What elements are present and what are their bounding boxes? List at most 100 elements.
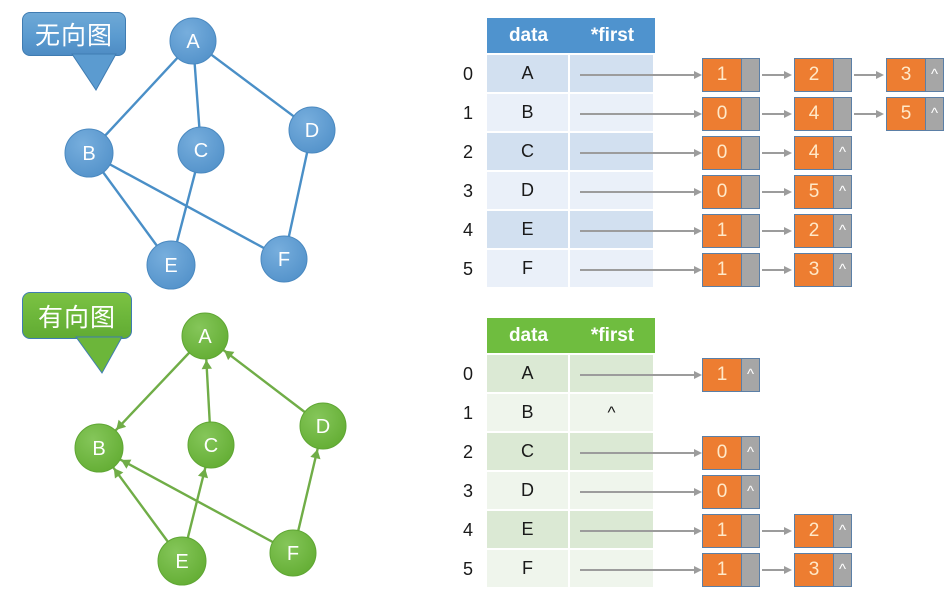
list-node[interactable]: 3^	[794, 252, 852, 287]
node-label: C	[204, 435, 218, 457]
table-cell-data	[487, 550, 568, 587]
list-node-value: 0	[703, 136, 741, 169]
node-label: E	[175, 551, 188, 573]
callout-undirected-label: 无向图	[34, 21, 113, 50]
list-node[interactable]: 1	[702, 57, 760, 92]
graph-edge-F-D	[296, 448, 319, 534]
list-node[interactable]: 0	[702, 174, 760, 209]
list-node[interactable]: 4	[794, 96, 852, 131]
graph-edge-A-B	[114, 350, 192, 432]
node-circle	[187, 421, 235, 469]
list-node-pointer: ^	[741, 436, 759, 469]
list-link-arrow	[762, 109, 792, 118]
row-index: 1	[462, 402, 473, 423]
list-node-pointer: ^	[833, 553, 851, 586]
list-node[interactable]: 1	[702, 252, 760, 287]
list-node-value: 5	[887, 97, 925, 130]
graph-edge-A-D	[208, 52, 297, 119]
table-header-data: data	[487, 318, 570, 353]
list-node[interactable]: 3^	[794, 552, 852, 587]
pointer-arrow	[580, 487, 702, 496]
list-node[interactable]: 0^	[702, 435, 760, 470]
graph-node-B[interactable]: B	[64, 128, 114, 178]
graph-node-E[interactable]: E	[146, 240, 196, 290]
graph-node-E[interactable]: E	[157, 536, 207, 586]
graph-edge-C-A	[205, 358, 212, 426]
list-node[interactable]: 3^	[886, 57, 944, 92]
list-node-pointer	[833, 97, 851, 130]
list-node[interactable]: 2	[794, 57, 852, 92]
graph-node-F[interactable]: F	[260, 235, 308, 283]
list-node[interactable]: 0	[702, 96, 760, 131]
graph-edge-A-B	[102, 55, 180, 139]
list-node-value: 1	[703, 253, 741, 286]
table-cell-data	[487, 211, 568, 248]
graph-edge-A-C	[193, 60, 201, 131]
callout-directed-label: 有向图	[37, 302, 116, 332]
graph-edges	[100, 52, 309, 251]
arrowhead-E-B	[113, 468, 124, 479]
node-circle	[157, 536, 207, 586]
node-circle	[288, 106, 336, 154]
list-node[interactable]: 1	[702, 513, 760, 548]
list-node-pointer: ^	[925, 58, 943, 91]
pointer-arrow	[580, 187, 702, 196]
arrowhead-C-A	[201, 359, 213, 370]
graph-node-A[interactable]: A	[181, 312, 229, 360]
graph-node-D[interactable]: D	[299, 402, 347, 450]
node-label: B	[92, 438, 105, 460]
list-node-value: 0	[703, 175, 741, 208]
table-cell-data-text: A	[521, 63, 534, 83]
table-cell-data-text: E	[521, 519, 534, 539]
callout-directed-bubble: 有向图	[22, 292, 132, 339]
list-node-pointer: ^	[833, 253, 851, 286]
list-node-value: 4	[795, 97, 833, 130]
graph-node-F[interactable]: F	[269, 529, 317, 577]
graph-directed: A B C D E F	[74, 312, 347, 586]
list-node[interactable]: 4^	[794, 135, 852, 170]
node-label: C	[194, 140, 208, 162]
graph-node-D[interactable]: D	[288, 106, 336, 154]
node-circle	[299, 402, 347, 450]
graph-edges	[112, 349, 321, 545]
list-node[interactable]: 1	[702, 552, 760, 587]
table-header-first: *first	[570, 18, 655, 53]
list-node[interactable]: 1	[702, 213, 760, 248]
table-cell-data-text: C	[521, 441, 534, 461]
list-node-pointer: ^	[833, 514, 851, 547]
list-node-value: 1	[703, 58, 741, 91]
list-node[interactable]: 0	[702, 135, 760, 170]
row-index: 1	[462, 102, 473, 123]
node-label: F	[278, 249, 290, 271]
graph-node-C[interactable]: C	[177, 126, 225, 174]
list-node-pointer	[741, 58, 759, 91]
list-node[interactable]: 2^	[794, 513, 852, 548]
list-link-arrow	[762, 265, 792, 274]
arrowhead-A-B	[116, 419, 127, 430]
graph-node-A[interactable]: A	[169, 17, 217, 65]
graph-node-C[interactable]: C	[187, 421, 235, 469]
list-link-arrow	[854, 70, 884, 79]
graph-edge-D-F	[287, 149, 309, 240]
callout-undirected-bubble: 无向图	[22, 12, 126, 56]
pointer-arrow	[580, 109, 702, 118]
list-node[interactable]: 0^	[702, 474, 760, 509]
list-node[interactable]: 2^	[794, 213, 852, 248]
arrowhead-D-A	[224, 350, 235, 361]
row-index: 3	[462, 480, 473, 501]
list-link-arrow	[762, 70, 792, 79]
row-index: 3	[462, 180, 473, 201]
graph-node-B[interactable]: B	[74, 423, 124, 473]
arrowhead-F-B	[120, 459, 132, 469]
node-label: D	[305, 120, 319, 142]
list-node[interactable]: 1^	[702, 357, 760, 392]
list-node[interactable]: 5^	[886, 96, 944, 131]
graph-edge-B-E	[100, 169, 160, 249]
list-node[interactable]: 5^	[794, 174, 852, 209]
list-node-value: 2	[795, 514, 833, 547]
pointer-arrow	[580, 526, 702, 535]
list-node-pointer	[741, 253, 759, 286]
row-index: 5	[462, 558, 473, 579]
